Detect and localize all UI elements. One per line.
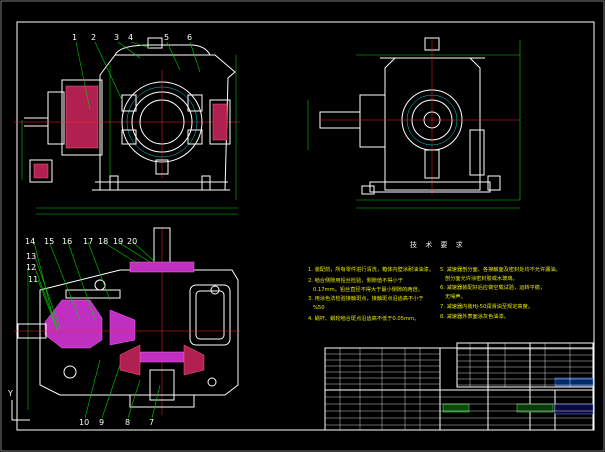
- part-number-12: 12: [26, 263, 36, 272]
- part-number-9: 9: [99, 418, 104, 427]
- drawing-number-box: [554, 403, 594, 415]
- requirement-line: 1. 装配前，所有零件进行清洗，箱体内壁涂耐油油漆。: [308, 265, 434, 273]
- title-block: [324, 342, 594, 431]
- part-number-14: 14: [25, 237, 35, 246]
- part-number-2: 2: [91, 33, 96, 42]
- requirement-line: 2. 啮合侧隙用铅丝检验，侧隙值不得小于: [308, 276, 403, 284]
- part-number-4: 4: [128, 33, 133, 42]
- requirements-title: 技 术 要 求: [410, 240, 466, 249]
- part-number-15: 15: [44, 237, 54, 246]
- part-number-13: 13: [26, 252, 36, 261]
- requirement-line: 无噪声。: [445, 292, 466, 300]
- part-number-3: 3: [114, 33, 119, 42]
- section-view: [14, 227, 240, 415]
- requirement-line: 剖分面允许涂密封胶或水玻璃。: [445, 274, 518, 282]
- part-number-20: 20: [127, 237, 137, 246]
- axis-label-y: Y: [7, 389, 13, 398]
- requirement-line: 3. 用涂色法检验接触斑点，接触斑点沿齿高不小于: [308, 294, 424, 302]
- technical-requirements: 技 术 要 求 1. 装配前，所有零件进行清洗，箱体内壁涂耐油油漆。 2. 啮合…: [308, 240, 561, 322]
- requirement-line: 6. 减速器装配好后应做空载试验，运转平稳，: [440, 283, 545, 291]
- part-number-11: 11: [28, 275, 38, 284]
- drawing-name-box: [554, 377, 594, 387]
- side-view: [307, 37, 521, 209]
- requirement-line: 0.17mm。铅丝直径不得大于最小侧隙的两倍。: [313, 285, 423, 293]
- part-number-19: 19: [113, 237, 123, 246]
- part-number-10: 10: [79, 418, 89, 427]
- part-number-18: 18: [98, 237, 108, 246]
- part-number-16: 16: [62, 237, 72, 246]
- part-number-7: 7: [149, 418, 154, 427]
- part-number-8: 8: [125, 418, 130, 427]
- requirement-line: 5. 减速器剖分面、各接触面及密封处均不允许漏油。: [440, 265, 561, 273]
- part-number-6: 6: [187, 33, 192, 42]
- part-number-5: 5: [164, 33, 169, 42]
- requirement-line: %50: [313, 305, 325, 311]
- inner-frame: [16, 21, 595, 431]
- ucs-axis-icon: Y: [7, 389, 30, 421]
- part-number-1: 1: [72, 33, 77, 42]
- requirement-line: 4. 蜗杆、蜗轮啮合斑点沿齿高不低于0.05mm。: [308, 314, 419, 322]
- requirement-line: 8. 减速器外表面涂灰色油漆。: [440, 312, 509, 320]
- front-view: [14, 37, 240, 215]
- requirement-line: 7. 减速器内装HJ-50润滑油至规定高度。: [440, 302, 533, 310]
- part-labels: 1 2 3 4 5 6 14 15 16 17 18 19 20 13 12 1…: [25, 33, 192, 427]
- leader-lines: [33, 41, 201, 419]
- part-number-17: 17: [83, 237, 93, 246]
